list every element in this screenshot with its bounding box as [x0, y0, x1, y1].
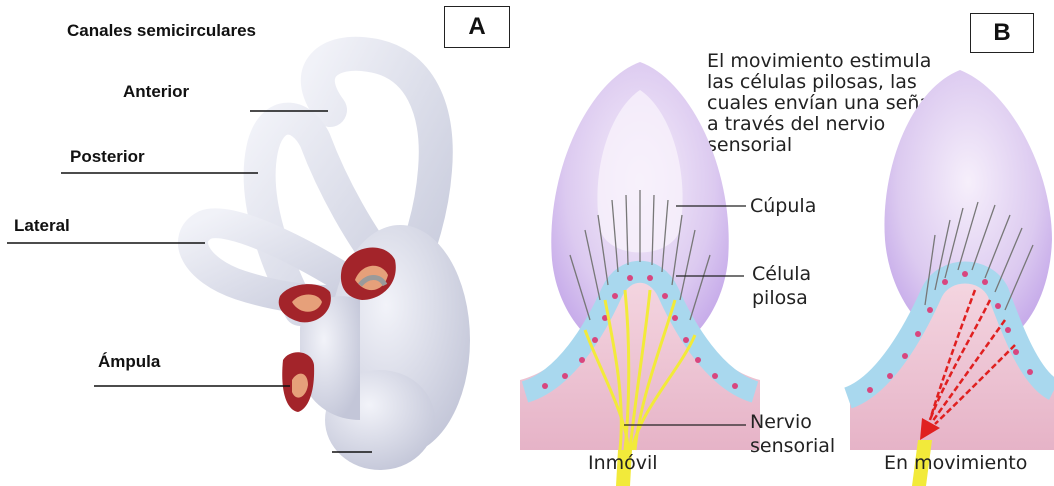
label-cupula: Cúpula: [750, 196, 816, 217]
caption-still: Inmóvil: [588, 453, 658, 474]
label-nervio: Nervio: [750, 412, 812, 433]
label-celula: Célula: [752, 264, 811, 285]
label-sensorial: sensorial: [750, 436, 835, 457]
caption-moving: En movimiento: [884, 453, 1027, 474]
label-pilosa: pilosa: [752, 288, 808, 309]
cupula-still: [520, 62, 760, 486]
cupula-moving: [848, 70, 1054, 486]
